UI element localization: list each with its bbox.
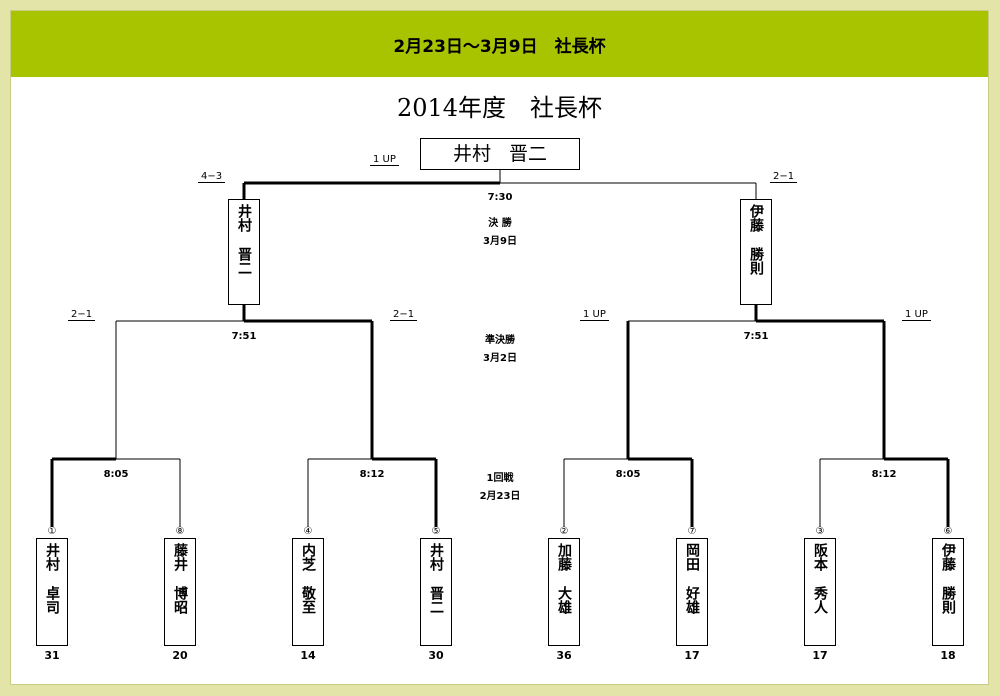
semi-round-name: 準決勝 <box>485 335 515 346</box>
player-box: 井村 卓司 <box>36 538 68 646</box>
score-final-left: 4−3 <box>198 171 226 183</box>
player-box: 井村 晋二 <box>420 538 452 646</box>
seed-mark: ④ <box>303 526 313 537</box>
player-given-char: 晋二 <box>428 586 444 614</box>
player-given-char: 好雄 <box>684 586 700 614</box>
player-surname-char: 伊藤 <box>940 543 956 571</box>
first-round-time: 8:12 <box>871 469 897 480</box>
player-given-char: 博昭 <box>172 586 188 614</box>
final-time: 7:30 <box>487 192 513 203</box>
seed-mark: ⑥ <box>943 526 953 537</box>
player-number: 20 <box>172 649 188 662</box>
player-number: 36 <box>556 649 572 662</box>
finalist-surname-char: 井村 <box>236 204 252 232</box>
final-round-name: 決 勝 <box>488 218 512 229</box>
date-banner: 2月23日～3月9日 社長杯 <box>11 11 988 77</box>
score-final-right: 2−1 <box>770 171 798 183</box>
finalist-given-char: 晋二 <box>236 247 252 275</box>
first-round-date: 2月23日 <box>479 491 521 502</box>
player-surname-char: 内芝 <box>300 543 316 571</box>
final-round-date: 3月9日 <box>483 236 517 247</box>
semi-time-left: 7:51 <box>231 331 257 342</box>
first-round-time: 8:05 <box>103 469 129 480</box>
player-number: 17 <box>684 649 700 662</box>
seed-mark: ② <box>559 526 569 537</box>
seed-mark: ⑧ <box>175 526 185 537</box>
finalist-box: 伊藤 勝則 <box>740 199 772 305</box>
champion-surname: 井村 <box>452 143 491 165</box>
score-semi-left-a: 2−1 <box>68 309 96 321</box>
semi-time-right: 7:51 <box>743 331 769 342</box>
player-number: 18 <box>940 649 956 662</box>
player-box: 内芝 敬至 <box>292 538 324 646</box>
player-given-char: 秀人 <box>812 586 828 614</box>
player-number: 30 <box>428 649 444 662</box>
player-number: 14 <box>300 649 316 662</box>
score-final-top: 1 UP <box>370 154 399 166</box>
seed-mark: ⑦ <box>687 526 697 537</box>
player-surname-char: 井村 <box>428 543 444 571</box>
score-semi-left-b: 2−1 <box>390 309 418 321</box>
player-box: 伊藤 勝則 <box>932 538 964 646</box>
player-given-char: 卓司 <box>44 586 60 614</box>
first-round-time: 8:12 <box>359 469 385 480</box>
finalist-box: 井村 晋二 <box>228 199 260 305</box>
player-given-char: 勝則 <box>940 586 956 614</box>
seed-mark: ⑤ <box>431 526 441 537</box>
first-round-time: 8:05 <box>615 469 641 480</box>
player-given-char: 敬至 <box>300 586 316 614</box>
champion-box: 井村 晋二 <box>420 138 580 170</box>
player-surname-char: 岡田 <box>684 543 700 571</box>
champion-given-name: 晋二 <box>509 143 548 165</box>
player-surname-char: 藤井 <box>172 543 188 571</box>
player-box: 岡田 好雄 <box>676 538 708 646</box>
score-semi-right-a: 1 UP <box>580 309 609 321</box>
score-semi-right-b: 1 UP <box>902 309 931 321</box>
page-title: 2014年度 社長杯 <box>396 94 603 122</box>
player-box: 加藤 大雄 <box>548 538 580 646</box>
first-round-name: 1回戦 <box>486 473 514 484</box>
player-given-char: 大雄 <box>556 586 572 614</box>
player-surname-char: 加藤 <box>556 543 572 571</box>
player-number: 17 <box>812 649 828 662</box>
player-number: 31 <box>44 649 60 662</box>
player-box: 藤井 博昭 <box>164 538 196 646</box>
player-surname-char: 阪本 <box>812 543 828 571</box>
seed-mark: ③ <box>815 526 825 537</box>
player-surname-char: 井村 <box>44 543 60 571</box>
player-box: 阪本 秀人 <box>804 538 836 646</box>
seed-mark: ① <box>47 526 57 537</box>
finalist-surname-char: 伊藤 <box>748 204 764 232</box>
finalist-given-char: 勝則 <box>748 247 764 275</box>
semi-round-date: 3月2日 <box>483 353 517 364</box>
